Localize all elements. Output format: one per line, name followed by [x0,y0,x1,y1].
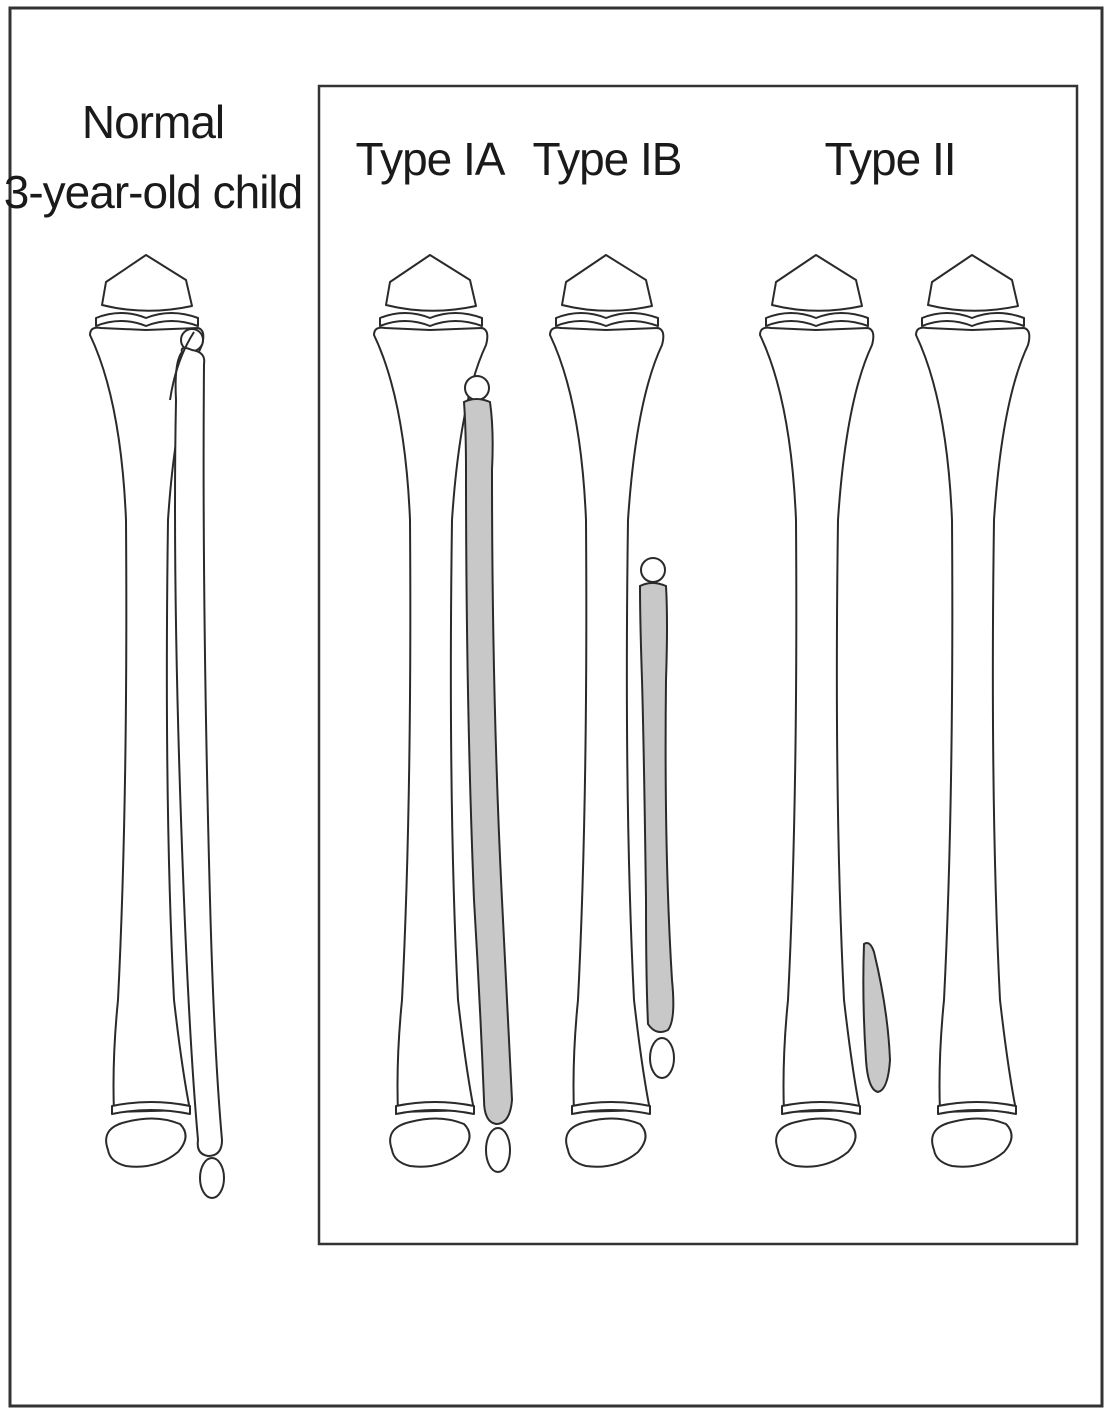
normal-leg [90,255,224,1198]
normal-label: Normal [82,96,224,148]
type-ii-leg-with-remnant [760,255,890,1167]
type-ia-label: Type IA [356,133,506,185]
type-ii-fibula-remnant [863,943,890,1092]
type-ib-label: Type IB [533,133,682,185]
type-ia-fibula-remnant [464,376,512,1172]
type-ii-tibia-1 [760,255,873,1167]
type-ib-leg [550,255,674,1167]
type-ia-leg [374,255,512,1172]
type-ii-leg-absent-fibula [916,255,1029,1167]
type-ib-fibula-remnant [640,558,674,1078]
type-ii-label: Type II [824,133,955,185]
type-ii-tibia-2 [916,255,1029,1167]
normal-sublabel: 3-year-old child [4,166,302,218]
